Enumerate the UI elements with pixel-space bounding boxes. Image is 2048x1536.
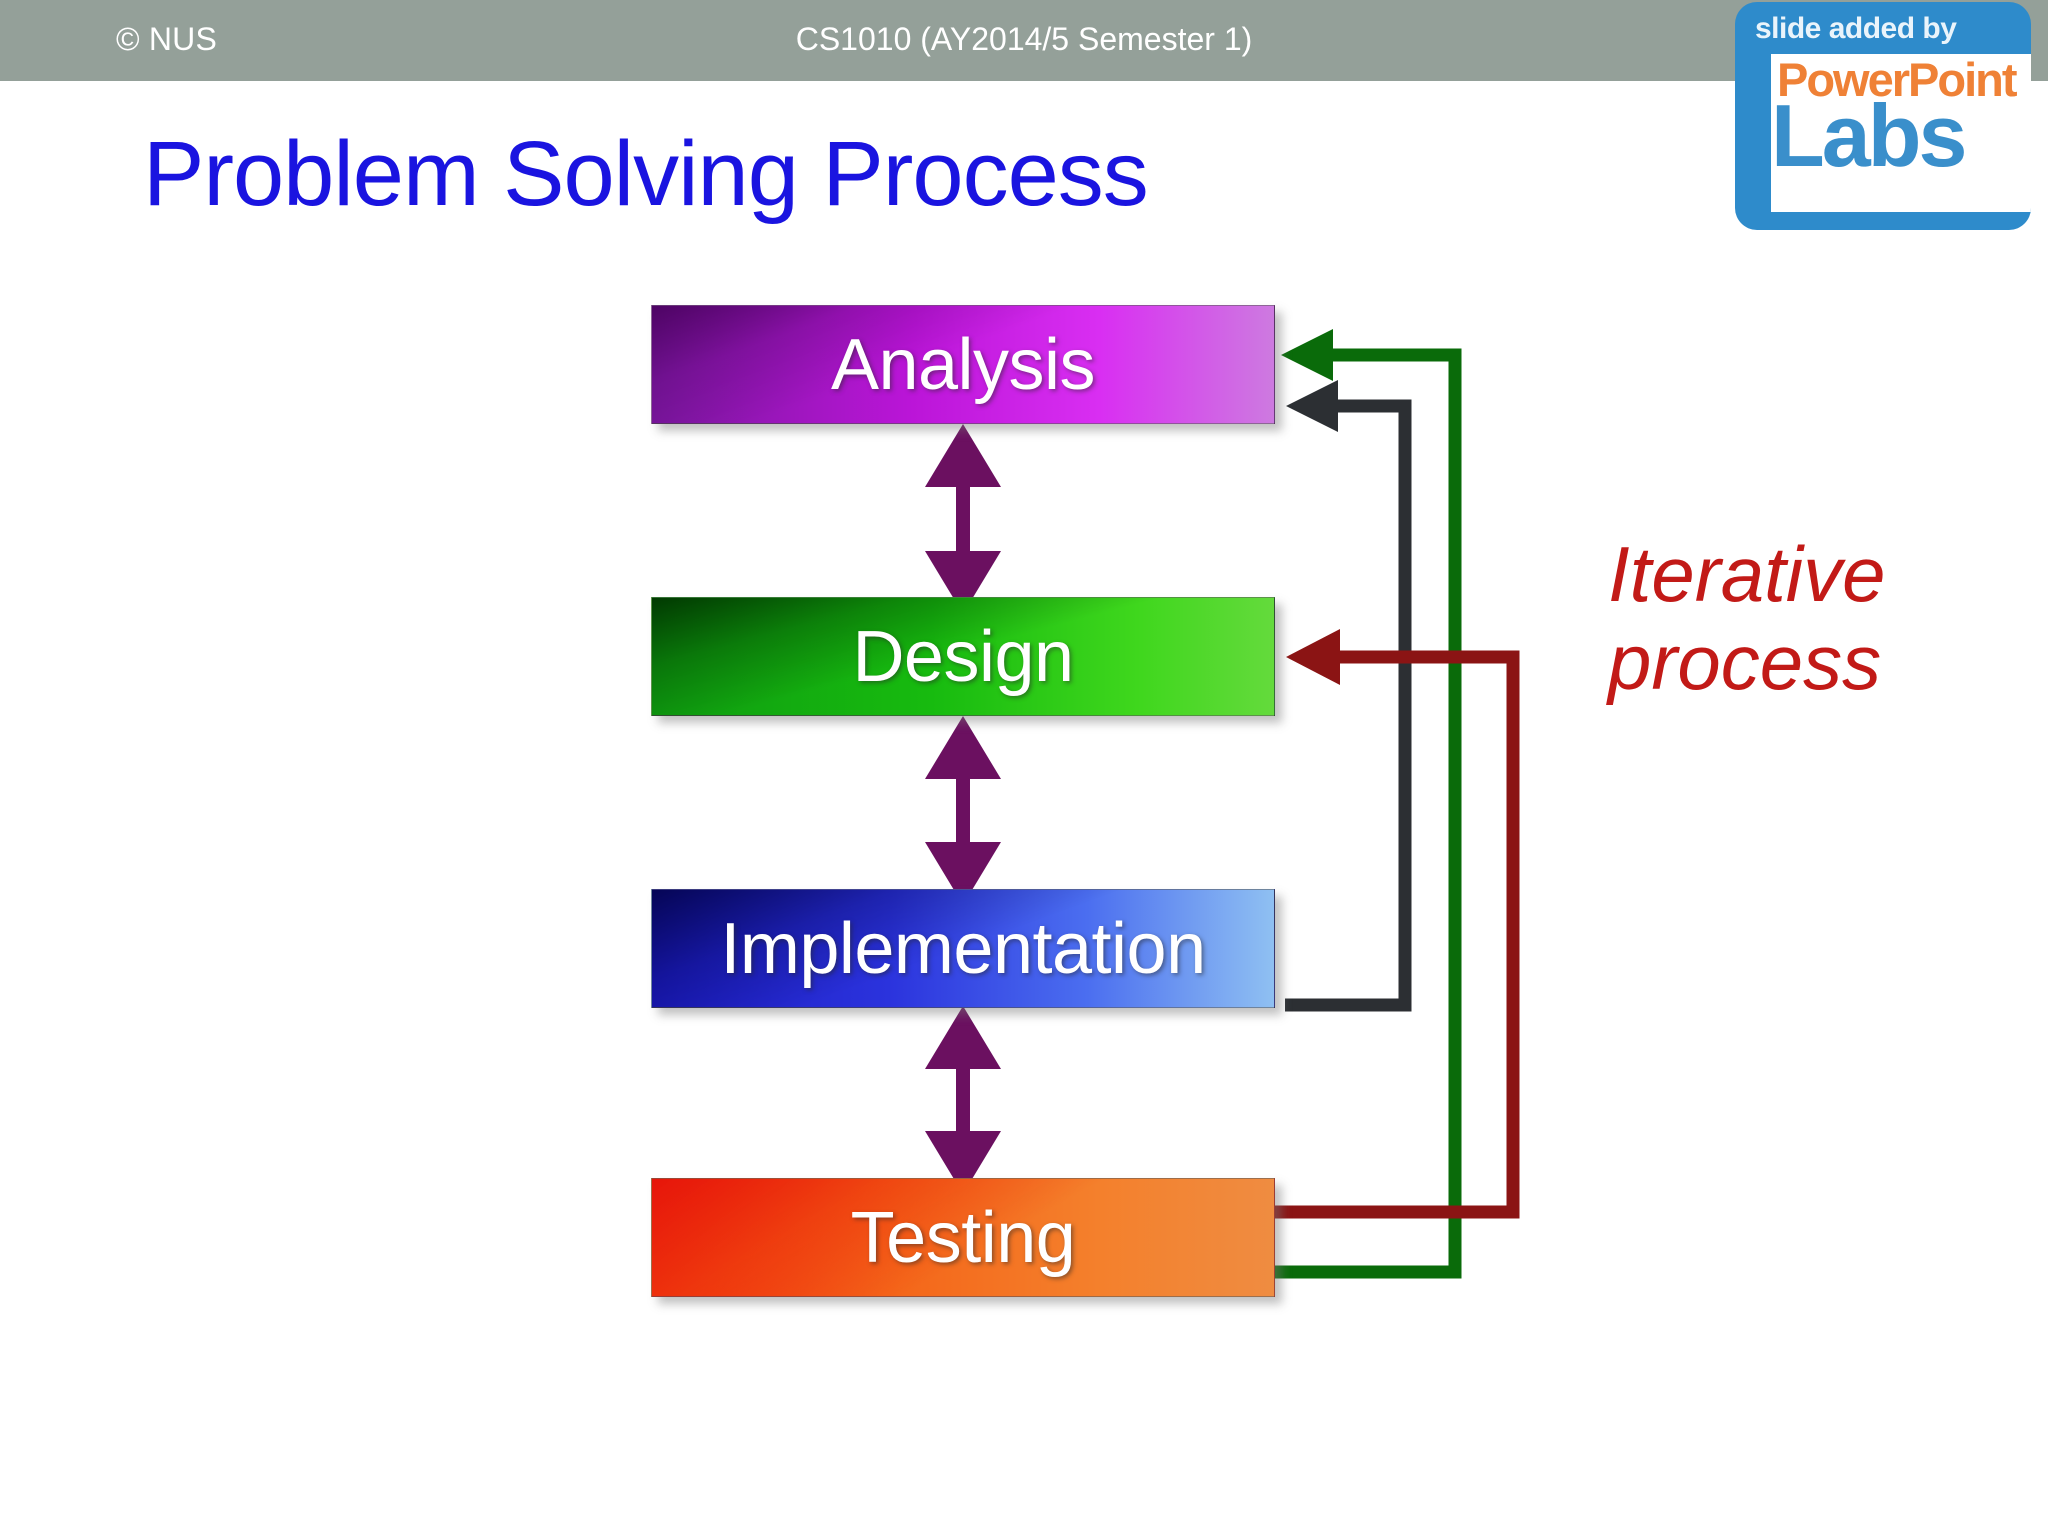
slide-header-bar: © NUS CS1010 (AY2014/5 Semester 1) (0, 0, 2048, 81)
process-box-implementation[interactable]: Implementation (651, 889, 1275, 1008)
logo-brand-labs: Labs (1771, 86, 1967, 185)
logo-tagline: slide added by (1755, 12, 1957, 45)
powerpoint-labs-logo: slide added by PowerPoint Labs (1735, 2, 2031, 230)
process-box-label: Implementation (720, 908, 1206, 989)
process-box-label: Analysis (830, 324, 1096, 405)
feedback-arrow-implementation-to-analysis (1285, 380, 1412, 1012)
sequential-arrow-analysis-design (925, 424, 1001, 614)
process-box-testing[interactable]: Testing (651, 1178, 1275, 1297)
copyright-label: © NUS (116, 21, 218, 57)
feedback-arrow-testing-to-analysis (1275, 329, 1462, 1279)
logo-brand-powerpoint: PowerPoint (1777, 53, 2018, 106)
process-box-label: Testing (850, 1197, 1076, 1278)
iterative-process-annotation: Iterative process (1608, 530, 1886, 707)
page-title: Problem Solving Process (143, 123, 1149, 225)
course-label: CS1010 (AY2014/5 Semester 1) (795, 21, 1253, 57)
sequential-arrow-design-implementation (925, 716, 1001, 905)
logo-white-card: PowerPoint Labs (1771, 53, 2031, 212)
process-box-label: Design (852, 616, 1074, 697)
feedback-arrow-testing-to-design (1275, 629, 1520, 1219)
process-box-analysis[interactable]: Analysis (651, 305, 1275, 424)
sequential-arrow-implementation-testing (925, 1006, 1001, 1194)
process-box-design[interactable]: Design (651, 597, 1275, 716)
